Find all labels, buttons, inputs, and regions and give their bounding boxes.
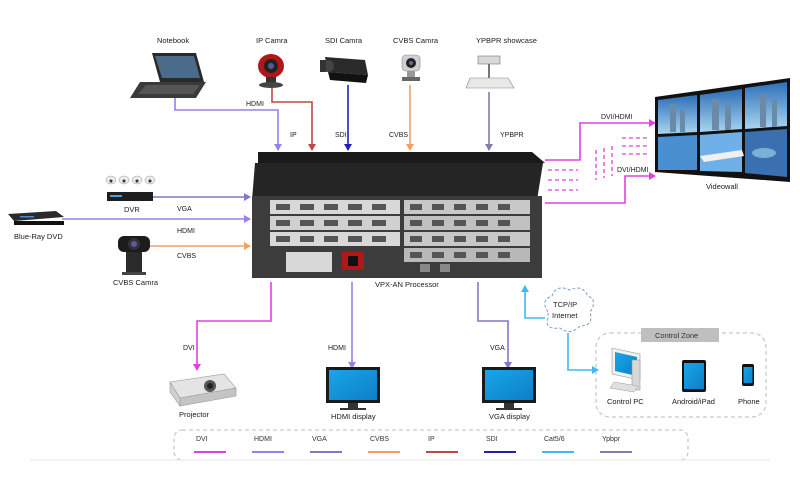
legend-label-cvbs: CVBS [370,436,389,443]
bluray-device: Blue-Ray DVD [8,211,64,241]
sdi-camera-label: SDI Camra [325,36,363,45]
legend-items: DVI HDMI VGA CVBS IP SDI Cat5/6 Ypbpr [194,436,632,453]
connection-labels: HDMI IP SDI CVBS YPBPR VGA HDMI CVBS DVI… [177,101,649,352]
internet-label: Internet [552,311,578,320]
dvr-box-icon [107,192,153,201]
phone-device: Phone [738,364,760,406]
ypbpr-showcase-device: YPBPR showcase [465,36,537,89]
vga-display-label: VGA display [489,412,530,421]
cvbs-camera-left-label: CVBS Camra [113,278,159,287]
tcp-ip-label: TCP/IP [553,300,577,309]
box-camera-icon [320,57,368,83]
projector-icon [169,373,237,407]
label-cvbs-top: CVBS [389,132,408,139]
hdmi-display-device: HDMI display [326,367,380,421]
document-camera-icon [465,55,515,89]
legend-label-ypbpr: Ypbpr [602,436,621,443]
videowall-bundle-lines [548,137,650,191]
connection-lines [62,85,656,374]
label-disp-hdmi: HDMI [328,345,346,352]
legend-label-cat5-6: Cat5/6 [544,436,565,443]
legend-label-ip: IP [428,436,435,443]
projector-dvi-line [193,282,272,371]
ip-camera-label: IP Camra [256,36,288,45]
projector-device: Projector [169,373,237,419]
control-zone-title: Control Zone [655,331,698,340]
ip-camera-device: IP Camra [256,36,288,88]
tcp-ip-cloud: TCP/IP Internet [544,287,594,332]
vga-display-line [477,282,512,369]
projector-label: Projector [179,410,210,419]
control-pc-device: Control PC [607,347,644,406]
control-zone: Control Zone Control PC Android/iPad Pho… [595,328,767,418]
legend-label-hdmi: HDMI [254,436,272,443]
label-disp-vga: VGA [490,345,505,352]
phone-label: Phone [738,397,760,406]
label-wall-dvi-2: DVI/HDMI [617,167,649,174]
label-sdi: SDI [335,132,347,139]
desktop-pc-icon [609,347,641,393]
label-bluray-hdmi: HDMI [177,228,195,235]
label-ypbpr: YPBPR [500,132,524,139]
control-pc-label: Control PC [607,397,644,406]
vga-display-device: VGA display [482,367,536,421]
dome-cameras-icon [105,175,156,185]
videowall-line-2 [545,172,656,204]
ip-line [271,85,316,151]
processor-card-slots [270,200,530,262]
android-ipad-device: Android/iPad [672,360,715,406]
notebook-device: Notebook [130,36,206,98]
legend-label-sdi: SDI [486,436,498,443]
videowall-line-1 [545,119,656,161]
monitor-icon [482,367,536,410]
webcam-icon [258,54,284,88]
tablet-icon [682,360,706,392]
videowall-label: Videowall [706,182,738,191]
videowall-screens [658,82,787,177]
processor-tcp-line [521,285,545,319]
label-cvbs-left: CVBS [177,253,196,260]
label-dvr-vga: VGA [177,206,192,213]
label-ip: IP [290,132,297,139]
phone-icon [742,364,754,386]
android-ipad-label: Android/iPad [672,397,715,406]
ypbpr-showcase-label: YPBPR showcase [476,36,537,45]
sdi-camera-device: SDI Camra [320,36,368,83]
label-notebook-hdmi: HDMI [246,101,264,108]
dome-webcam-icon [401,54,421,81]
cvbs-camera-top-label: CVBS Camra [393,36,439,45]
label-wall-dvi-1: DVI/HDMI [601,114,633,121]
monitor-icon [326,367,380,410]
notebook-label: Notebook [157,36,189,45]
videowall-device: Videowall [655,78,790,191]
legend-label-vga: VGA [312,436,327,443]
dvr-device: DVR [105,175,156,214]
cable-legend: DVI HDMI VGA CVBS IP SDI Cat5/6 Ypbpr [173,429,689,461]
cvbs-camera-top-device: CVBS Camra [393,36,439,81]
tcp-controlzone-line [567,333,599,374]
dvr-label: DVR [124,205,140,214]
cvbs-camera-left-device: CVBS Camra [113,236,159,287]
label-proj-dvi: DVI [183,345,195,352]
webcam-icon [118,236,150,275]
vpx-an-processor: VPX-AN Processor [252,152,545,289]
processor-label: VPX-AN Processor [375,280,439,289]
hdmi-display-label: HDMI display [331,412,376,421]
processor-power-panel [286,252,450,272]
bluray-label: Blue-Ray DVD [14,232,63,241]
legend-label-dvi: DVI [196,436,208,443]
notebook-icon [130,53,206,98]
bluray-player-icon [8,211,64,225]
